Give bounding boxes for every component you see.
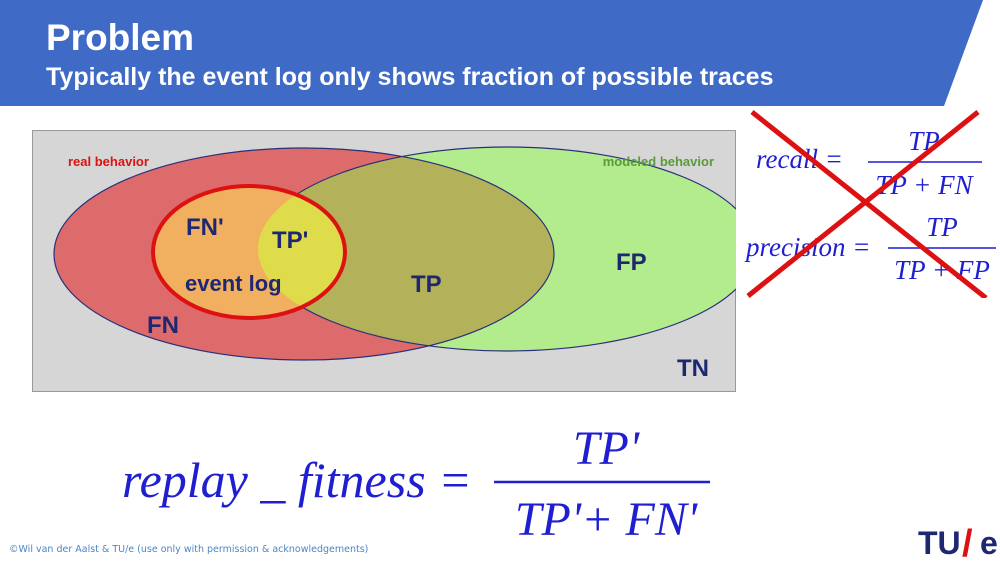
region-tp-prime: TP' [272,227,308,254]
cross-stroke-2 [746,110,980,298]
venn-diagram: real behavior modeled behavior FN' TP' e… [32,130,736,392]
logo-e: e [980,525,998,561]
recall-denominator: TP + FN [875,170,974,200]
label-real-behavior: real behavior [68,154,149,169]
header-banner [0,0,983,106]
fitness-lhs: replay _ fitness = [122,452,472,508]
fitness-denominator: TP'+ FN' [515,493,698,546]
slide-title: Problem [46,17,195,58]
tue-logo: TU / e [918,523,998,562]
cross-stroke-1 [750,110,988,298]
region-fn: FN [147,312,179,339]
region-tn: TN [677,355,709,382]
event-log-outline [151,184,347,320]
crossed-formulas: recall = TP TP + FN precision = TP TP + … [744,110,996,298]
region-tp: TP [411,271,442,298]
logo-tu: TU [918,525,961,561]
replay-fitness-formula: replay _ fitness = TP' TP'+ FN' [122,422,710,546]
real-behavior-outline [53,147,555,361]
region-event-log: event log [185,271,282,296]
recall-numerator: TP [908,126,940,156]
logo-slash: / [962,523,973,562]
region-fp: FP [616,249,647,276]
label-modeled-behavior: modeled behavior [603,154,714,169]
fitness-numerator: TP' [573,422,640,475]
copyright-footer: ©Wil van der Aalst & TU/e (use only with… [9,544,369,555]
region-fn-prime: FN' [186,214,224,241]
precision-numerator: TP [926,212,958,242]
event-log-overlap [258,186,345,318]
slide-subtitle: Typically the event log only shows fract… [46,63,774,91]
precision-denominator: TP + FP [894,255,990,285]
